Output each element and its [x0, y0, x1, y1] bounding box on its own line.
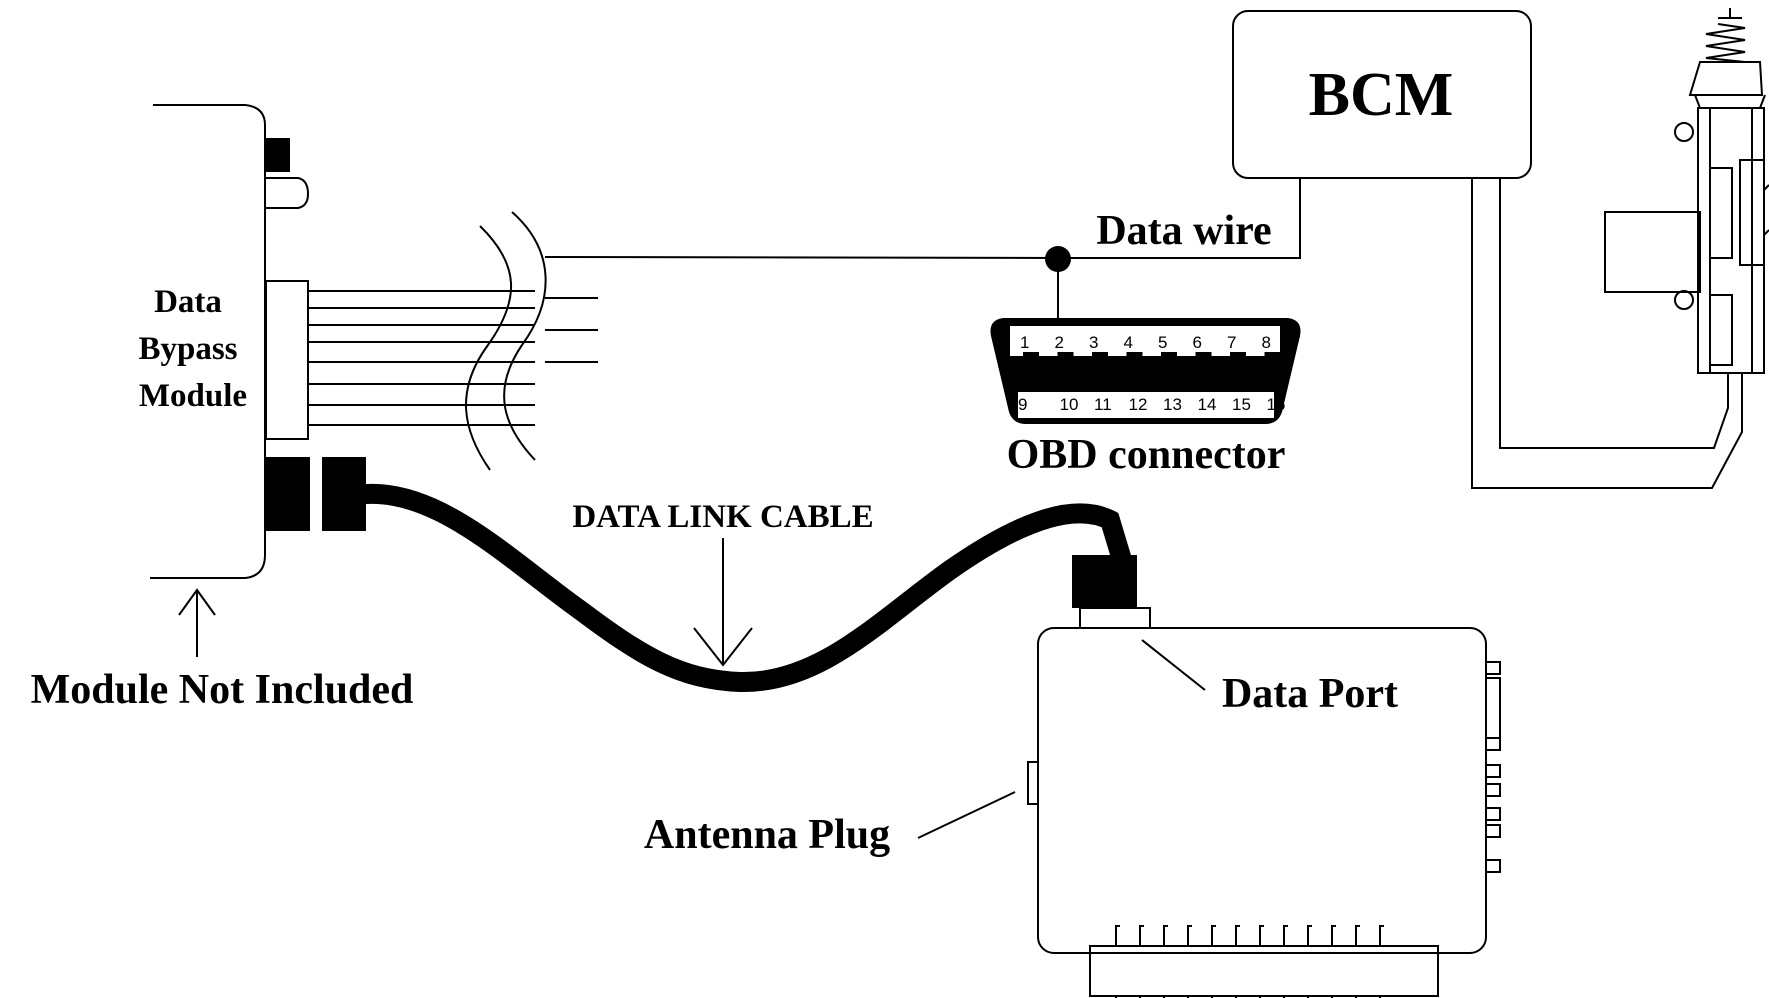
obd-pin-label-5: 5 — [1158, 333, 1167, 352]
door-lock-actuator — [1471, 8, 1769, 489]
data-port-label: Data Port — [1222, 671, 1398, 717]
antenna-plug-socket — [1027, 761, 1039, 805]
obd-pin-label-2: 2 — [1055, 333, 1064, 352]
obd-pin-15 — [1235, 378, 1251, 392]
module-not-included-callout: Module Not Included — [31, 588, 414, 713]
obd-connector-label: OBD connector — [1007, 432, 1286, 478]
harness-pins — [1115, 925, 1384, 998]
data-link-cable-label: DATA LINK CABLE — [572, 499, 873, 535]
obd-pin-label-13: 13 — [1163, 395, 1182, 414]
harness-pin — [1139, 925, 1144, 946]
obd-pin-label-4: 4 — [1124, 333, 1133, 352]
wire-break-mark-left — [465, 225, 513, 471]
obd-pin-2 — [1057, 352, 1074, 364]
obd-top-pins: 1 2 3 4 5 6 7 8 — [1020, 333, 1281, 364]
obd-pin-label-7: 7 — [1227, 333, 1236, 352]
data-wire: Data wire — [1045, 178, 1301, 318]
obd-pin-label-1: 1 — [1020, 333, 1029, 352]
harness-pin — [1355, 925, 1360, 946]
obd-pin-14 — [1200, 378, 1217, 392]
module-not-included-label: Module Not Included — [31, 667, 414, 713]
obd-pin-1 — [1023, 352, 1039, 364]
module-wire-harness — [308, 211, 598, 471]
obd-pin-label-12: 12 — [1129, 395, 1148, 414]
obd-pin-10 — [1062, 378, 1079, 392]
bcm-box: BCM — [1232, 10, 1532, 179]
module-label-line3: Module — [139, 378, 247, 414]
bcm-label: BCM — [1309, 61, 1454, 129]
module-label-line1: Data — [154, 284, 222, 320]
module-wire-header — [265, 280, 309, 440]
harness-pin — [1187, 925, 1192, 946]
obd-pin-11 — [1097, 378, 1113, 392]
obd-pin-5 — [1161, 352, 1177, 364]
wire-break-mark-right — [503, 211, 547, 461]
obd-pin-12 — [1131, 378, 1148, 392]
data-port — [1079, 607, 1151, 629]
harness-pin — [1163, 925, 1168, 946]
module-label-line2: Bypass — [138, 331, 237, 367]
obd-pin-13 — [1166, 378, 1182, 392]
harness-pin — [1283, 925, 1288, 946]
obd-pin-7 — [1230, 352, 1246, 364]
module-clip-block — [266, 138, 290, 172]
obd-pin-8 — [1264, 352, 1281, 364]
data-port-leader — [1141, 639, 1206, 691]
obd-pin-label-10: 10 — [1060, 395, 1079, 414]
antenna-plug-label: Antenna Plug — [644, 812, 890, 858]
cable-plug-port-end — [1072, 555, 1137, 608]
obd-pin-6 — [1195, 352, 1212, 364]
main-harness-connector — [1089, 945, 1439, 997]
obd-pin-3 — [1092, 352, 1108, 364]
data-link-cable: DATA LINK CABLE — [322, 457, 1137, 693]
harness-pin — [1211, 925, 1216, 946]
data-wire-left-run — [544, 256, 1059, 259]
harness-pin — [1379, 925, 1384, 946]
obd-pin-label-11: 11 — [1094, 395, 1112, 414]
obd-pin-label-14: 14 — [1198, 395, 1217, 414]
cable-body — [356, 483, 1132, 693]
main-control-unit: Data Port Antenna Plug — [644, 607, 1501, 998]
obd-bottom-pins: 9 10 11 12 13 14 15 16 — [1018, 378, 1286, 414]
obd-pin-label-8: 8 — [1262, 333, 1271, 352]
obd-pin-label-9: 9 — [1018, 395, 1027, 414]
harness-pin — [1259, 925, 1264, 946]
obd-pin-4 — [1126, 352, 1143, 364]
obd-pin-label-16: 16 — [1267, 395, 1286, 414]
harness-pin — [1235, 925, 1240, 946]
antenna-plug-leader — [917, 791, 1016, 839]
module-data-socket — [266, 457, 310, 531]
obd-pin-label-3: 3 — [1089, 333, 1098, 352]
data-bypass-module: Data Bypass Module — [138, 104, 310, 579]
obd-pin-label-6: 6 — [1193, 333, 1202, 352]
data-wire-label: Data wire — [1096, 208, 1271, 254]
harness-pin — [1115, 925, 1120, 946]
obd-pin-16 — [1269, 378, 1286, 392]
harness-pin — [1307, 925, 1312, 946]
obd-pin-label-15: 15 — [1232, 395, 1251, 414]
harness-pin — [1331, 925, 1336, 946]
obd-pin-9 — [1028, 378, 1044, 392]
